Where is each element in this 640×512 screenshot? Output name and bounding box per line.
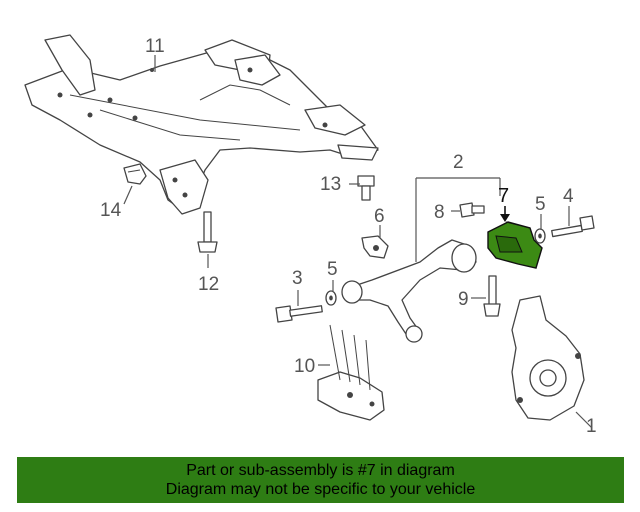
callout-4: 4 bbox=[563, 186, 574, 207]
callout-6: 6 bbox=[374, 206, 385, 227]
washer-part-5-right bbox=[534, 228, 546, 244]
callout-12: 12 bbox=[198, 274, 219, 295]
bolt-part-3 bbox=[275, 305, 323, 323]
leader-lines bbox=[123, 55, 593, 429]
callout-13: 13 bbox=[320, 174, 341, 195]
bracket-part-6 bbox=[361, 235, 389, 259]
mount-bracket-part-10 bbox=[317, 324, 385, 421]
bolt-part-4 bbox=[551, 215, 595, 238]
subframe bbox=[24, 34, 379, 215]
callout-11: 11 bbox=[145, 36, 165, 57]
bushing-part-7-highlighted bbox=[487, 221, 543, 269]
banner-line-1: Part or sub-assembly is #7 in diagram bbox=[186, 462, 455, 479]
bracket-part-14 bbox=[123, 163, 147, 185]
callout-5-left: 5 bbox=[327, 259, 338, 280]
steering-knuckle bbox=[511, 295, 585, 421]
callout-3: 3 bbox=[292, 268, 303, 289]
bolt-part-8 bbox=[459, 202, 485, 218]
callout-7-arrow bbox=[500, 206, 510, 222]
callout-2: 2 bbox=[453, 152, 464, 173]
banner-line-2: Diagram may not be specific to your vehi… bbox=[165, 481, 476, 498]
callout-14: 14 bbox=[100, 200, 122, 221]
callout-9: 9 bbox=[458, 289, 469, 310]
parts-diagram: 11 14 12 13 6 2 7 8 5 4 9 3 5 10 1 bbox=[24, 34, 597, 437]
bolt-part-13 bbox=[357, 175, 375, 201]
bolt-part-9 bbox=[483, 275, 501, 317]
info-banner: Part or sub-assembly is #7 in diagram Di… bbox=[17, 457, 624, 503]
callout-10: 10 bbox=[294, 356, 315, 377]
callout-5-right: 5 bbox=[535, 194, 546, 215]
control-arm bbox=[341, 239, 477, 343]
bolt-part-12 bbox=[197, 211, 218, 253]
washer-part-5-left bbox=[325, 290, 337, 306]
callout-7: 7 bbox=[498, 185, 509, 207]
callout-8: 8 bbox=[434, 202, 445, 223]
callout-1: 1 bbox=[586, 416, 597, 437]
